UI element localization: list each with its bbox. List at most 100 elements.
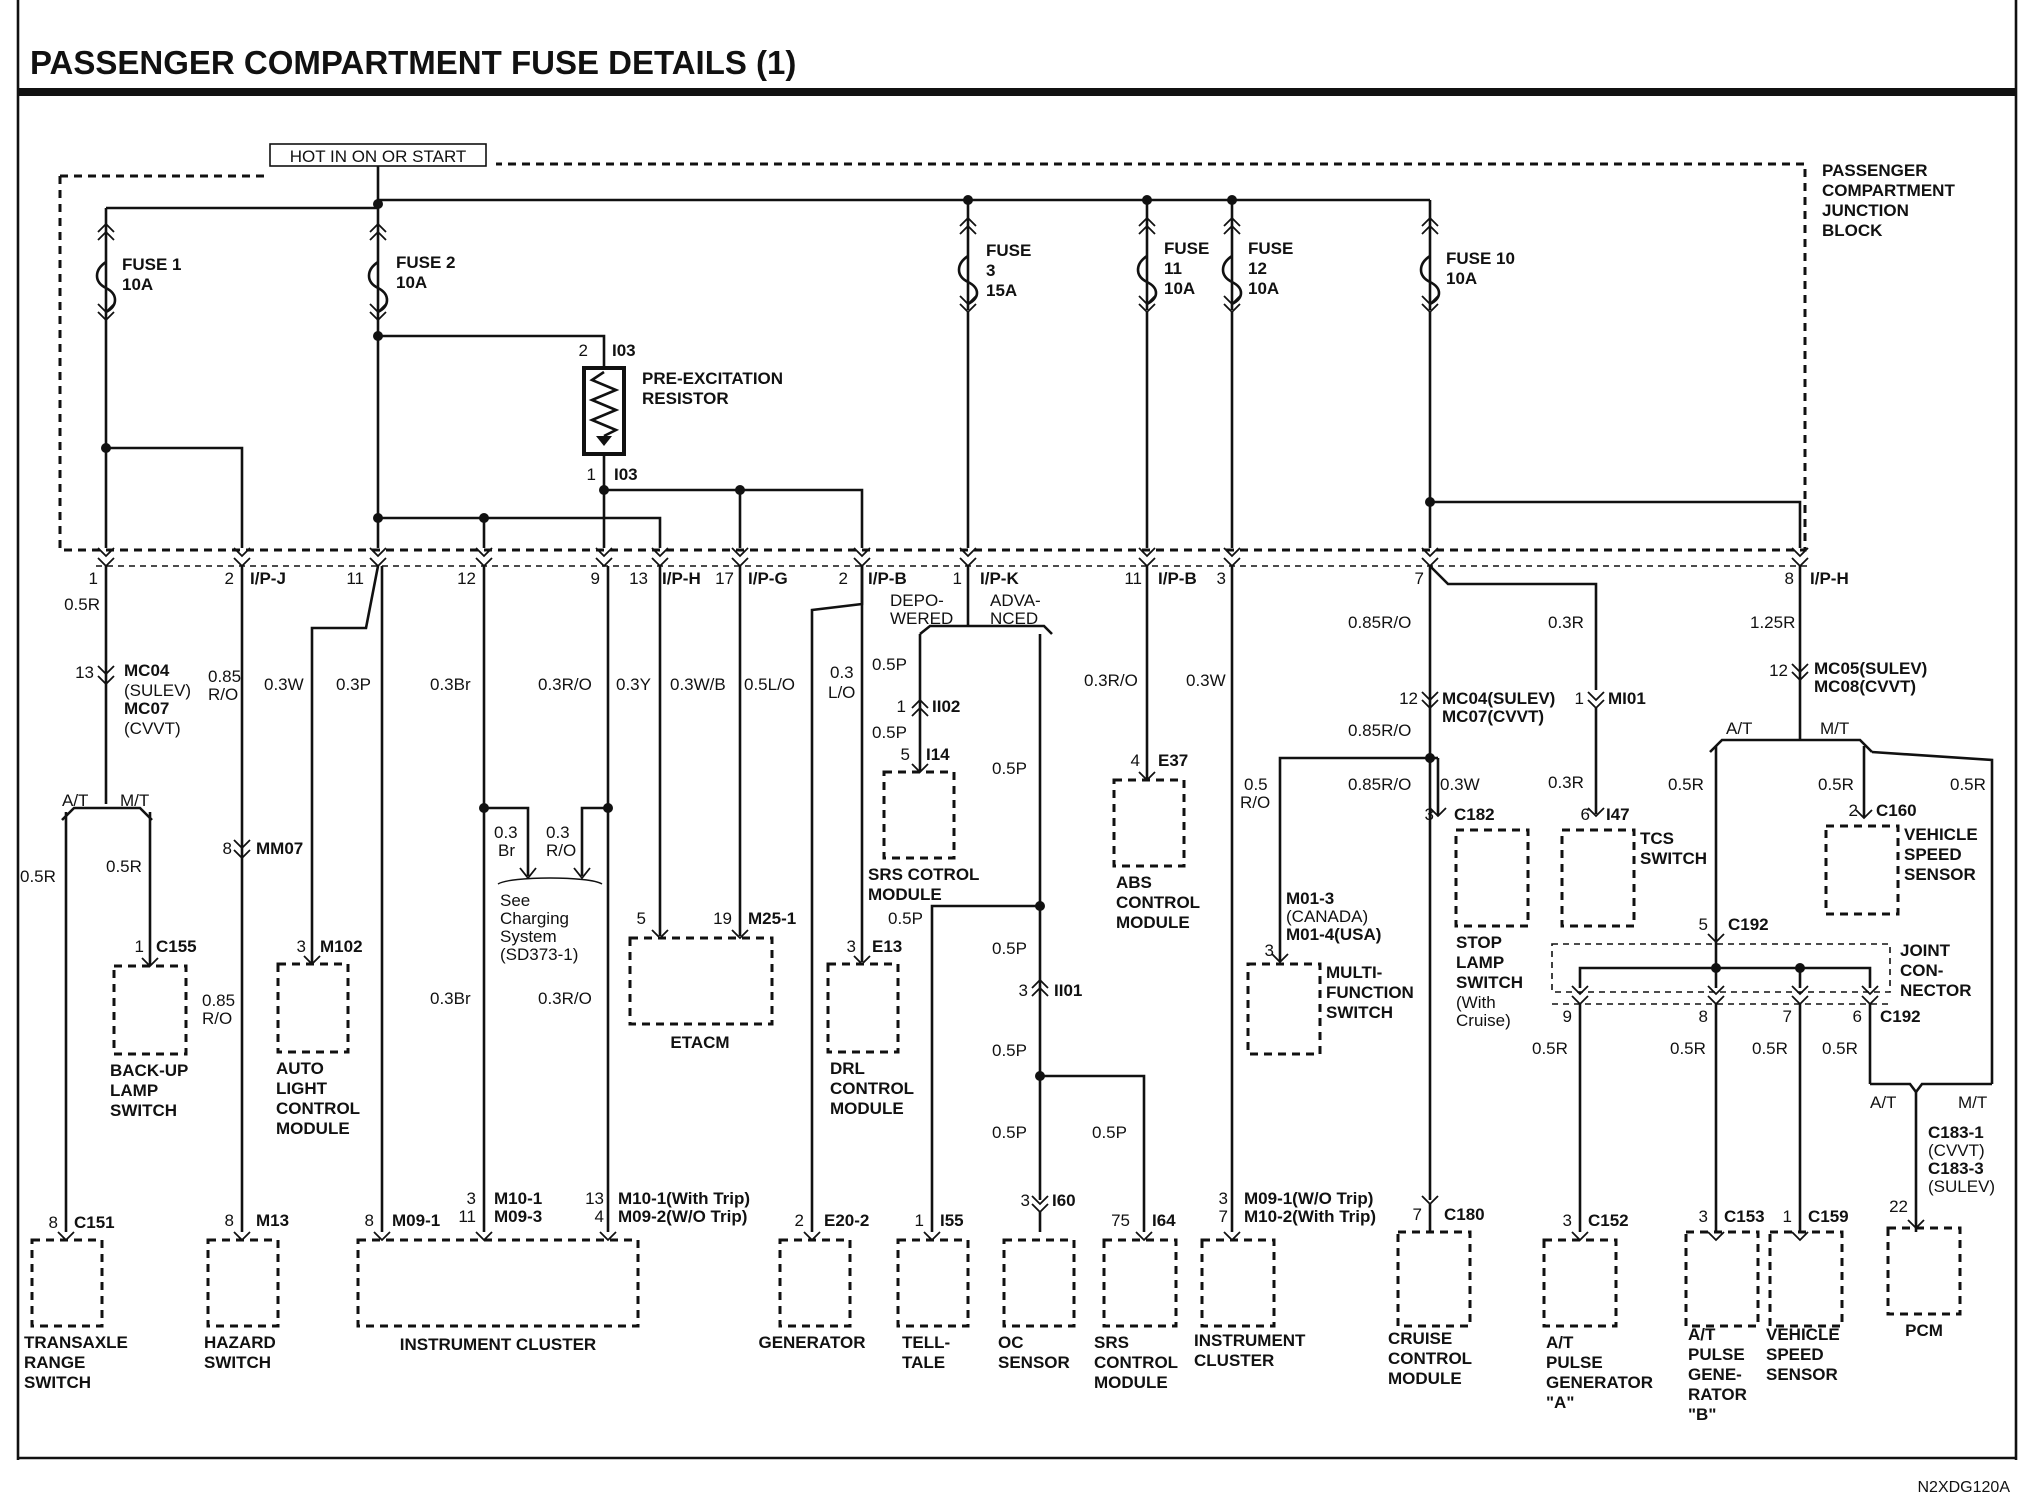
svg-text:M10-1: M10-1 [494,1189,542,1208]
svg-text:12: 12 [1399,689,1418,708]
svg-text:3: 3 [1265,941,1274,960]
svg-text:11: 11 [458,1207,476,1226]
see-charging-note: See Charging System (SD373-1) [500,891,578,964]
svg-text:0.85: 0.85 [202,991,235,1010]
svg-text:3: 3 [847,937,856,956]
svg-text:10A: 10A [396,273,427,292]
svg-text:17: 17 [715,569,734,588]
svg-text:TRANSAXLE: TRANSAXLE [24,1333,128,1352]
svg-text:CONTROL: CONTROL [1116,893,1200,912]
svg-text:10A: 10A [1446,269,1477,288]
svg-text:SENSOR: SENSOR [1766,1365,1838,1384]
svg-text:2: 2 [839,569,848,588]
svg-text:E20-2: E20-2 [824,1211,869,1230]
svg-text:13: 13 [75,663,94,682]
svg-text:M102: M102 [320,937,363,956]
svg-text:I/P-G: I/P-G [748,569,788,588]
svg-text:VEHICLE: VEHICLE [1766,1325,1840,1344]
svg-text:MI01: MI01 [1608,689,1646,708]
svg-text:I/P-H: I/P-H [1810,569,1849,588]
svg-text:SWITCH: SWITCH [1456,973,1523,992]
svg-text:12: 12 [457,569,476,588]
svg-text:0.3R/O: 0.3R/O [538,989,592,1008]
svg-text:75: 75 [1111,1211,1130,1230]
svg-text:PRE-EXCITATION: PRE-EXCITATION [642,369,783,388]
svg-text:10A: 10A [1248,279,1279,298]
drl-module-label: DRL CONTROL MODULE [830,1059,914,1118]
svg-text:SENSOR: SENSOR [998,1353,1070,1372]
fuse-3: FUSE 3 15A [957,200,1031,314]
svg-text:TCS: TCS [1640,829,1674,848]
svg-text:0.85R/O: 0.85R/O [1348,775,1411,794]
title-rule [18,88,2016,96]
hot-label: HOT IN ON OR START [290,147,467,166]
svg-text:3: 3 [1021,1191,1030,1210]
fuse-11: FUSE 11 10A [1136,200,1209,314]
svg-text:FUSE 10: FUSE 10 [1446,249,1515,268]
svg-text:12: 12 [1248,259,1267,278]
svg-text:0.5R: 0.5R [1950,775,1986,794]
svg-text:FUSE 1: FUSE 1 [122,255,182,274]
svg-text:MULTI-: MULTI- [1326,963,1382,982]
oc-sensor-label: OC SENSOR [998,1333,1070,1372]
svg-text:CONTROL: CONTROL [1094,1353,1178,1372]
svg-text:I03: I03 [614,465,638,484]
svg-text:0.3Y: 0.3Y [616,675,651,694]
svg-text:M09-1: M09-1 [392,1211,440,1230]
svg-text:0.5R: 0.5R [1668,775,1704,794]
splice-dot [373,199,383,209]
svg-text:I64: I64 [1152,1211,1176,1230]
wire-label: 0.5R [64,595,100,614]
etacm-box [628,936,774,1026]
srs-control-module-2-label: SRS CONTROL MODULE [1094,1333,1178,1392]
srs-control-module-2-box [1102,1238,1178,1328]
cruise-control-module-label: CRUISE CONTROL MODULE [1388,1329,1472,1388]
hazard-switch-box [206,1238,280,1328]
svg-text:0.3R: 0.3R [1548,773,1584,792]
svg-text:6: 6 [1581,805,1590,824]
svg-text:INSTRUMENT: INSTRUMENT [1194,1331,1306,1350]
tcs-switch-label: TCS SWITCH [1640,829,1707,868]
c183-label: C183-1 (CVVT) C183-3 (SULEV) [1928,1123,1995,1196]
svg-text:A/T: A/T [1726,719,1752,738]
at-pulse-generator-b-label: A/T PULSE GENE- RATOR "B" [1688,1325,1747,1424]
vehicle-speed-sensor-1-box [1824,824,1900,916]
svg-text:8: 8 [223,839,232,858]
multi-function-switch-label: MULTI- FUNCTION SWITCH [1326,963,1414,1022]
svg-text:SPEED: SPEED [1766,1345,1824,1364]
svg-text:BACK-UP: BACK-UP [110,1061,188,1080]
svg-text:M10-1(With Trip): M10-1(With Trip) [618,1189,750,1208]
svg-text:0.3W/B: 0.3W/B [670,675,726,694]
joint-plugs [1571,985,1879,1006]
fuse-1: FUSE 1 10A [95,218,182,322]
svg-text:MODULE: MODULE [1116,913,1190,932]
svg-text:TELL-: TELL- [902,1333,950,1352]
generator-label: GENERATOR [758,1333,865,1352]
svg-text:C152: C152 [1588,1211,1629,1230]
svg-text:MODULE: MODULE [868,885,942,904]
svg-text:SENSOR: SENSOR [1904,865,1976,884]
svg-text:GENE-: GENE- [1688,1365,1742,1384]
svg-text:JUNCTION: JUNCTION [1822,201,1909,220]
svg-text:WERED: WERED [890,609,953,628]
svg-text:R/O: R/O [546,841,576,860]
svg-text:HAZARD: HAZARD [204,1333,276,1352]
svg-text:0.85R/O: 0.85R/O [1348,613,1411,632]
svg-text:I/P-H: I/P-H [662,569,701,588]
svg-text:1: 1 [89,569,98,588]
srs-control-module-1-box [882,770,956,860]
svg-text:0.5R: 0.5R [1670,1039,1706,1058]
svg-text:M13: M13 [256,1211,289,1230]
svg-text:I03: I03 [612,341,636,360]
svg-text:M01-4(USA): M01-4(USA) [1286,925,1381,944]
abs-control-module-label: ABS CONTROL MODULE [1116,873,1200,932]
svg-text:0.3: 0.3 [546,823,570,842]
svg-text:C192: C192 [1880,1007,1921,1026]
svg-text:SRS COTROL: SRS COTROL [868,865,979,884]
svg-text:0.5R: 0.5R [1752,1039,1788,1058]
svg-text:(SULEV): (SULEV) [124,681,191,700]
svg-text:MODULE: MODULE [830,1099,904,1118]
svg-text:1: 1 [915,1211,924,1230]
svg-text:3: 3 [297,937,306,956]
svg-text:RESISTOR: RESISTOR [642,389,729,408]
